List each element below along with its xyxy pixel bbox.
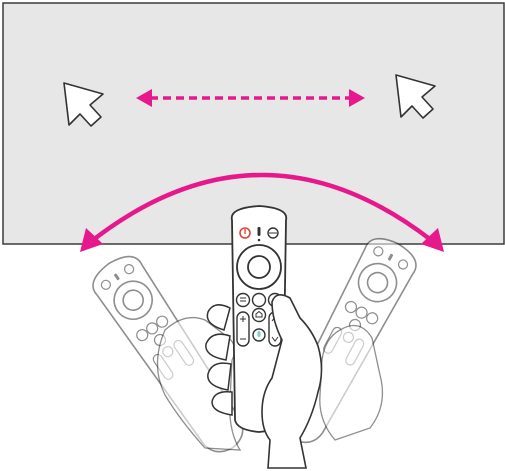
back-button (251, 292, 267, 308)
menu-button (235, 292, 251, 308)
ok-button (247, 255, 271, 279)
home-button (251, 307, 267, 323)
hand-main (205, 294, 323, 469)
tv-screen (2, 2, 505, 245)
pointer-arrow-icon (395, 74, 436, 119)
curved-double-arrow-icon (80, 172, 444, 252)
pointer-arrow-icon (63, 82, 104, 127)
volume-rocker (236, 311, 250, 347)
dashed-double-arrow-icon (136, 89, 365, 107)
hand-right-ghost (319, 324, 384, 441)
